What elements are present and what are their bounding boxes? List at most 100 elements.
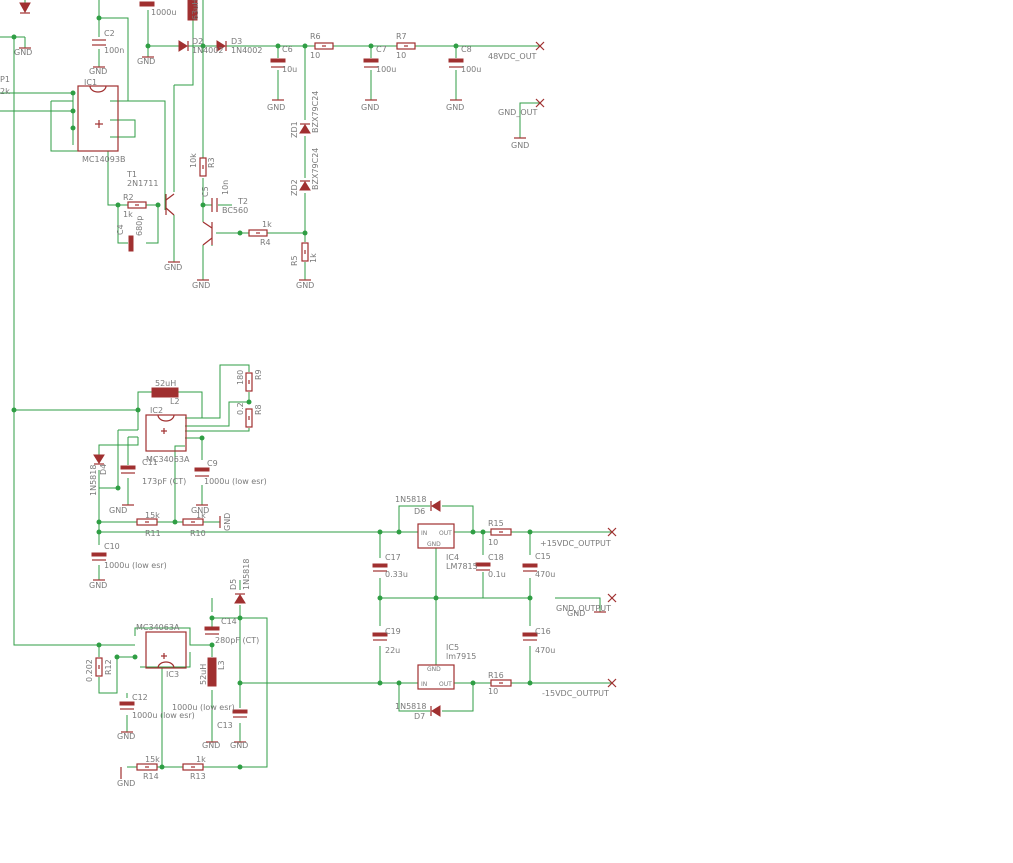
- label-d4-value: 1N5818: [89, 465, 98, 496]
- label-out15p: +15VDC_OUTPUT: [540, 539, 611, 548]
- label-gnd-6: GND: [446, 103, 464, 112]
- label-r8: R8: [254, 404, 263, 415]
- label-c16: C16: [535, 627, 551, 636]
- label-gnd-16: GND: [117, 732, 135, 741]
- label-t2: T2: [237, 197, 248, 206]
- label-l3: L3: [217, 660, 226, 670]
- label-c13-value: 1000u (low esr): [172, 703, 235, 712]
- label-gnd-14: GND: [89, 581, 107, 590]
- label-c19: C19: [385, 627, 401, 636]
- capacitor-c4: [128, 235, 134, 252]
- labels: GND C2 100n GND 1000u 63uH GND D2 1N4002…: [0, 0, 611, 788]
- diode-d5: [234, 593, 246, 604]
- label-ic5-out: OUT: [439, 681, 452, 688]
- label-gnd-18: GND: [230, 741, 248, 750]
- capacitor-c1: [139, 1, 155, 7]
- label-c5-value: 10n: [221, 180, 230, 195]
- resistor-r6: [314, 42, 334, 50]
- label-gndoutput: GND_OUTPUT: [556, 604, 611, 613]
- terminal-48v: [535, 41, 545, 51]
- terminal-15p: [607, 527, 617, 537]
- wires-mid: [14, 364, 388, 580]
- label-c12-value: 1000u (low esr): [132, 711, 195, 720]
- label-c2: C2: [104, 29, 115, 38]
- label-gnd-17: GND: [202, 741, 220, 750]
- resistor-r10: [182, 518, 204, 526]
- capacitor-c18: [475, 562, 491, 571]
- label-c10-value: 1000u (low esr): [104, 561, 167, 570]
- inductor-l2: [151, 387, 179, 398]
- label-out15n: -15VDC_OUTPUT: [542, 689, 609, 698]
- label-c18-value: 0.1u: [488, 570, 506, 579]
- resistor-r15: [490, 528, 512, 536]
- resistor-r2: [127, 201, 147, 209]
- label-r2: R2: [123, 193, 134, 202]
- diode-d6: [430, 500, 441, 512]
- label-c7: C7: [376, 45, 387, 54]
- label-gnd-4: GND: [267, 103, 285, 112]
- capacitor-c12: [119, 701, 135, 710]
- resistor-r14: [136, 763, 158, 771]
- label-c8-value: 100u: [461, 65, 481, 74]
- capacitor-c10: [91, 552, 107, 561]
- label-r5-value: 1k: [309, 253, 318, 263]
- label-c2-value: 100n: [104, 46, 124, 55]
- label-gnd-12: GND: [191, 506, 209, 515]
- label-c8: C8: [461, 45, 472, 54]
- label-gnd-1: GND: [14, 48, 32, 57]
- ic4-body: [417, 523, 455, 549]
- label-r16: R16: [488, 671, 504, 680]
- label-ic5-in: IN: [421, 681, 427, 688]
- resistor-r3: [199, 157, 207, 177]
- label-zd1-value: BZX79C24: [311, 91, 320, 133]
- label-ic4-out: OUT: [439, 530, 452, 537]
- diode-d4: [93, 454, 105, 465]
- label-ic4-value: LM7815: [446, 562, 478, 571]
- label-r3-value: 10k: [189, 153, 198, 168]
- label-ic3-value: MC34063A: [136, 623, 180, 632]
- label-c17-value: 0.33u: [385, 570, 408, 579]
- label-l3-value: 52uH: [199, 664, 208, 685]
- label-r2-value: 1k: [123, 210, 133, 219]
- resistor-r12: [95, 657, 103, 677]
- capacitor-c14: [204, 626, 220, 635]
- zener-zd1: [299, 123, 311, 134]
- label-gnd-15: GND: [567, 609, 585, 618]
- ic5-body: [417, 664, 455, 690]
- label-l2-value: 52uH: [155, 379, 176, 388]
- terminal-gnd-output: [607, 593, 617, 603]
- label-l2: L2: [170, 397, 180, 406]
- label-r13-value: 1k: [196, 755, 206, 764]
- label-d6: D6: [414, 507, 425, 516]
- label-c9-value: 1000u (low esr): [204, 477, 267, 486]
- resistor-r4: [248, 229, 268, 237]
- label-zd1: ZD1: [290, 121, 299, 138]
- label-d5: D5: [229, 579, 238, 590]
- label-r12-value: 0.202: [85, 659, 94, 682]
- label-out48: 48VDC_OUT: [488, 52, 537, 61]
- label-gnd-2: GND: [89, 67, 107, 76]
- diode-top-left: [19, 2, 31, 14]
- label-r5: R5: [290, 255, 299, 266]
- label-r10-value: 1k: [196, 511, 206, 520]
- label-c7-value: 100u: [376, 65, 396, 74]
- label-p1: P1: [0, 75, 10, 84]
- label-c12: C12: [132, 693, 148, 702]
- transistor-t1: [165, 193, 175, 216]
- label-r9: R9: [254, 369, 263, 380]
- capacitor-c16: [522, 632, 538, 641]
- resistor-r16: [490, 679, 512, 687]
- capacitor-c9: [194, 467, 210, 477]
- components: [19, 0, 617, 771]
- label-c18: C18: [488, 553, 504, 562]
- capacitor-c8: [448, 58, 464, 68]
- label-r15-value: 10: [488, 538, 498, 547]
- label-r7: R7: [396, 32, 407, 41]
- label-r15: R15: [488, 519, 504, 528]
- capacitor-c5: [211, 198, 218, 212]
- label-r8-value: 0.2: [236, 402, 245, 415]
- terminal-gnd-out: [535, 98, 545, 108]
- label-c4-value: 680p: [135, 216, 144, 236]
- diode-d3: [216, 40, 227, 52]
